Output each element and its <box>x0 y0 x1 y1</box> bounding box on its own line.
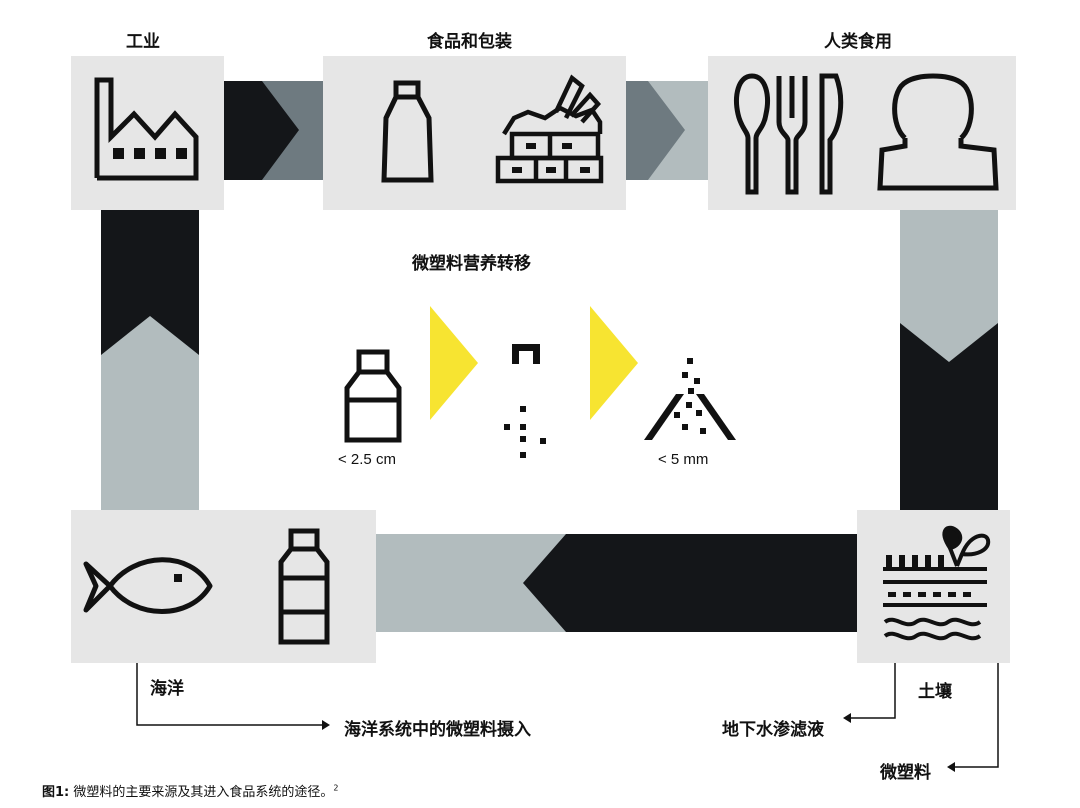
connector-ocean-uptake <box>136 663 330 730</box>
factory-icon <box>94 77 199 181</box>
panel-industry <box>71 56 224 210</box>
band-human-to-soil <box>900 210 998 510</box>
person-icon <box>877 73 999 191</box>
connector-microplastics <box>947 663 999 772</box>
label-ocean: 海洋 <box>150 679 184 699</box>
caption-ref: 2 <box>333 783 339 793</box>
size-label-small: < 5 mm <box>658 451 709 468</box>
caption-label: 图1: <box>42 785 70 800</box>
fragment-icon <box>504 344 546 458</box>
particle-pile-icon <box>644 358 736 440</box>
plastic-bottle-icon <box>278 528 330 645</box>
figure-caption: 图1: 微塑料的主要来源及其进入食品系统的途径。2 <box>42 781 339 800</box>
arrow-right-yellow-1 <box>430 306 478 420</box>
fish-icon <box>83 557 213 614</box>
label-groundwater: 地下水渗滤液 <box>722 720 824 740</box>
band-food-to-human <box>626 81 710 180</box>
band-soil-to-ocean <box>376 534 858 632</box>
label-human-consumption: 人类食用 <box>824 32 892 52</box>
label-industry: 工业 <box>126 32 160 52</box>
center-bottle-icon <box>344 349 402 443</box>
band-industry-to-food <box>224 81 324 180</box>
panel-ocean <box>71 510 376 663</box>
label-food-packaging: 食品和包装 <box>427 32 512 52</box>
label-microplastics: 微塑料 <box>880 763 931 783</box>
arrow-right-yellow-2 <box>590 306 638 420</box>
milk-bottle-icon <box>381 80 434 183</box>
label-ocean-uptake: 海洋系统中的微塑料摄入 <box>344 720 531 740</box>
panel-soil <box>857 510 1010 663</box>
size-label-large: < 2.5 cm <box>338 451 396 468</box>
connector-groundwater <box>843 663 896 723</box>
caption-text: 微塑料的主要来源及其进入食品系统的途径。 <box>73 785 334 800</box>
band-ocean-to-industry <box>101 210 199 510</box>
soil-plant-icon <box>883 525 991 641</box>
label-soil: 土壤 <box>918 682 952 702</box>
cutlery-icon <box>734 73 844 195</box>
center-title: 微塑料营养转移 <box>412 254 531 274</box>
food-basket-icon <box>495 74 604 184</box>
